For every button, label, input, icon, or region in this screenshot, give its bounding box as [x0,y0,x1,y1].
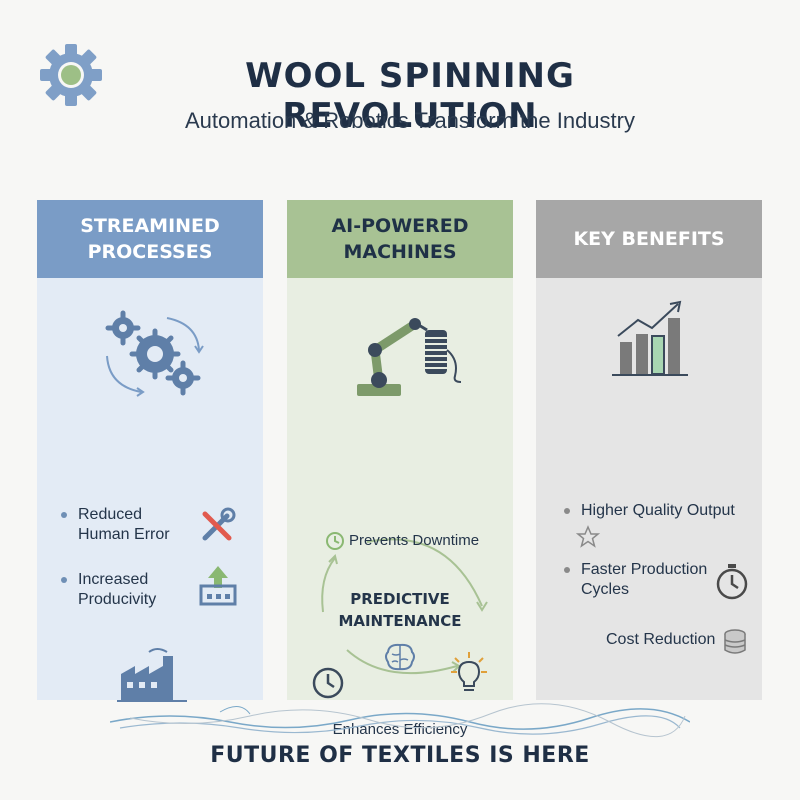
page-subtitle: Automation & Robotics Transform the Indu… [185,108,635,133]
column-body: Prevents Downtime PREDICTIVE MAINTENANCE… [287,278,513,738]
column-key-benefits: KEY BENEFITS Higher Quality Output Faste… [536,200,762,700]
maintenance-cycle-arrows [321,538,488,675]
footer-tagline: FUTURE OF TEXTILES IS HERE [210,743,590,768]
column-ai-powered-machines: AI-POWERED MACHINES [287,200,513,738]
clock-icon [312,667,344,699]
bullet [61,577,67,583]
benefit-faster-production: Faster Production Cycles [581,560,707,600]
gears-cycle-icon [105,310,204,397]
robot-arm-spool-icon [357,318,462,396]
column-heading-line1: STREAMINED [80,215,220,237]
benefit-increased-productivity: Increased Producivity [78,570,156,610]
item-line1: Faster Production [581,561,708,578]
upload-factory-icon [199,566,237,606]
column-heading-line2: MACHINES [343,241,457,263]
column-streamlined-processes: STREAMINED PROCESSES [37,200,263,702]
benefit-cost-reduction: Cost Reduction [606,631,716,648]
lightbulb-icon [451,652,487,691]
stopwatch-icon [716,564,748,600]
column-heading-line1: AI-POWERED [331,215,469,237]
clock-icon [326,532,344,550]
logo [36,40,106,110]
column-heading: KEY BENEFITS [536,200,762,278]
factory-icon [117,648,187,702]
star-icon [576,525,600,548]
item-line1: Increased [78,571,149,588]
brain-icon [385,643,415,671]
column-heading-line2: PROCESSES [87,241,213,263]
bullet [61,512,67,518]
cycle-top-label: Prevents Downtime [349,532,480,549]
cycle-center-line2: MAINTENANCE [338,612,462,630]
broken-tools-icon [202,507,236,541]
gear-icon [40,44,102,106]
column-body: Higher Quality Output Faster Production … [536,278,762,700]
item-line2: Cycles [581,581,630,598]
bullet [564,567,570,573]
column-heading: STREAMINED PROCESSES [37,200,263,278]
wool-strands-decoration [110,703,690,737]
benefit-higher-quality: Higher Quality Output [581,502,735,519]
cycle-center-line1: PREDICTIVE [350,590,450,608]
benefit-reduced-human-error: Reduced Human Error [78,505,170,545]
bullet [564,508,570,514]
item-line2: Human Error [78,526,170,543]
coins-icon [724,629,746,654]
item-line1: Reduced [78,506,143,523]
bar-chart-growth-icon [612,300,688,376]
column-heading: AI-POWERED MACHINES [287,200,513,278]
cycle-center-label: PREDICTIVE MAINTENANCE [337,588,463,632]
column-body: Reduced Human Error Increased Producivit… [37,278,263,702]
page-title: WOOL SPINNING REVOLUTION [245,56,575,136]
item-line2: Producivity [78,591,157,608]
